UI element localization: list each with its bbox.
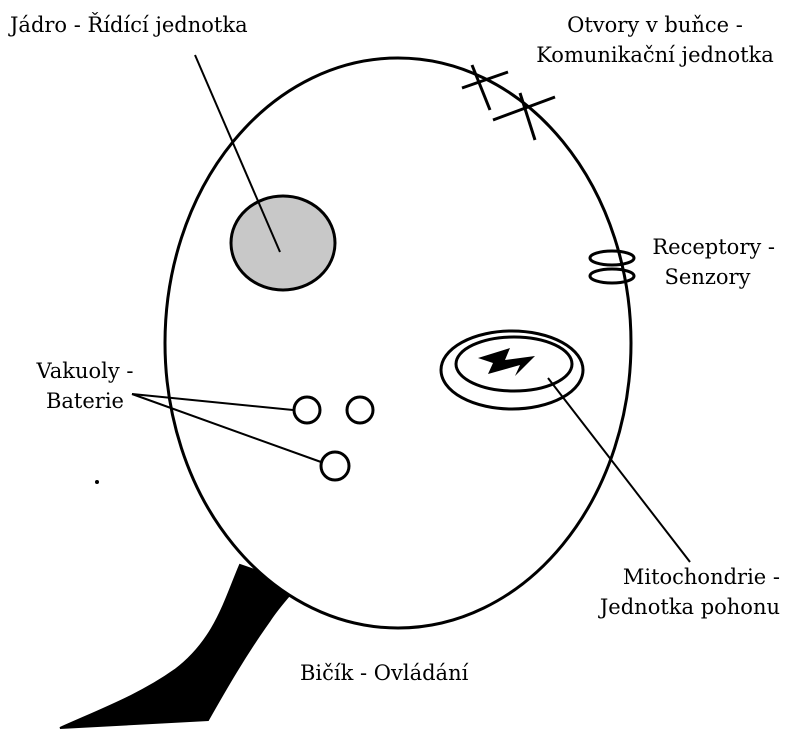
label-pores-line2: Komunikační jednotka (535, 40, 775, 70)
flagellum-shape (60, 565, 298, 728)
label-vacuoles: Vakuoly - Baterie (10, 356, 160, 416)
label-vacuoles-line1: Vakuoly - (10, 356, 160, 386)
label-mitochondria-line2: Jednotka pohonu (585, 592, 780, 622)
label-vacuoles-line2: Baterie (10, 386, 160, 416)
label-receptors-line2: Senzory (640, 262, 775, 292)
label-pores: Otvory v buňce - Komunikační jednotka (535, 10, 775, 70)
label-flagellum: Bičík - Ovládání (300, 658, 468, 688)
label-mitochondria-line1: Mitochondrie - (585, 562, 780, 592)
label-mitochondria: Mitochondrie - Jednotka pohonu (585, 562, 780, 622)
label-nucleus: Jádro - Řídící jednotka (10, 10, 248, 40)
label-pores-line1: Otvory v buňce - (535, 10, 775, 40)
label-receptors: Receptory - Senzory (640, 232, 775, 292)
nucleus-shape (231, 196, 335, 290)
stray-dot (95, 480, 99, 484)
label-receptors-line1: Receptory - (640, 232, 775, 262)
